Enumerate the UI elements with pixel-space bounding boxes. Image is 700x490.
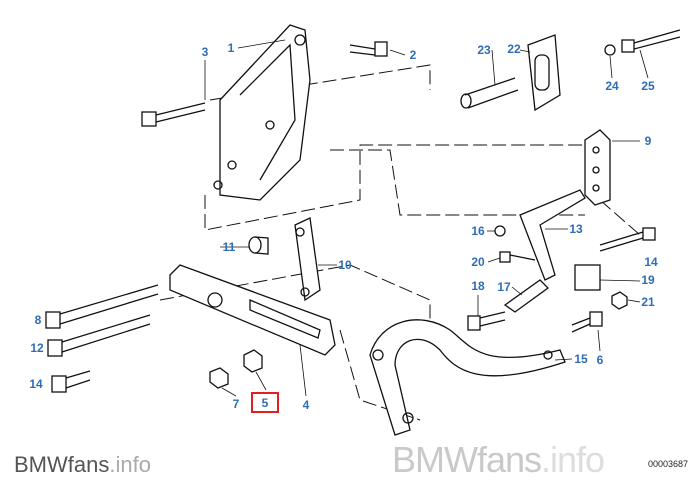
callout-12[interactable]: 12 bbox=[30, 341, 44, 355]
callout-6[interactable]: 6 bbox=[596, 353, 604, 367]
bolt-14-right bbox=[599, 227, 656, 252]
nut-5 bbox=[243, 349, 263, 373]
watermark-bottom: BMWfans.info bbox=[14, 452, 151, 478]
callout-16[interactable]: 16 bbox=[471, 224, 485, 238]
bracket-15 bbox=[369, 319, 566, 436]
callout-25[interactable]: 25 bbox=[641, 79, 655, 93]
watermark-suffix: .info bbox=[541, 439, 605, 480]
sleeve-23 bbox=[460, 77, 519, 109]
bolt-18 bbox=[467, 311, 506, 331]
callout-8[interactable]: 8 bbox=[34, 313, 42, 327]
adjuster-plate-4 bbox=[169, 264, 336, 356]
watermark-suffix: .info bbox=[109, 452, 151, 477]
block-19 bbox=[574, 264, 601, 291]
callout-14-left[interactable]: 14 bbox=[29, 377, 43, 391]
bracket-9 bbox=[584, 129, 611, 206]
callout-9[interactable]: 9 bbox=[644, 134, 652, 148]
callout-10[interactable]: 10 bbox=[338, 258, 352, 272]
washer-16 bbox=[494, 225, 506, 237]
watermark-top: BMWfans.info bbox=[392, 439, 605, 480]
bracket-22 bbox=[527, 34, 561, 112]
bolt-12 bbox=[47, 314, 151, 357]
leader-lines bbox=[204, 39, 649, 397]
callout-13[interactable]: 13 bbox=[569, 222, 583, 236]
bolt-2 bbox=[349, 41, 388, 57]
nut-7 bbox=[209, 367, 229, 389]
watermark-brand: BMWfans bbox=[392, 439, 542, 480]
lever-17 bbox=[503, 279, 549, 313]
bolt-6 bbox=[571, 311, 603, 333]
callout-5[interactable]: 5 bbox=[261, 396, 269, 410]
callout-11[interactable]: 11 bbox=[222, 240, 236, 254]
callout-22[interactable]: 22 bbox=[507, 42, 521, 56]
callout-20[interactable]: 20 bbox=[471, 255, 485, 269]
callout-4[interactable]: 4 bbox=[302, 398, 310, 412]
bolt-8 bbox=[45, 284, 159, 329]
guide-lines bbox=[159, 64, 641, 421]
bolt-3 bbox=[141, 102, 206, 127]
watermark-brand: BMWfans bbox=[14, 452, 110, 477]
callout-3[interactable]: 3 bbox=[201, 45, 209, 59]
bolt-25 bbox=[604, 29, 681, 56]
callout-18[interactable]: 18 bbox=[471, 279, 485, 293]
callout-23[interactable]: 23 bbox=[477, 43, 491, 57]
callout-14-right[interactable]: 14 bbox=[644, 255, 658, 269]
strut-13 bbox=[519, 189, 586, 281]
bolt-14-left bbox=[51, 370, 91, 393]
callout-15[interactable]: 15 bbox=[574, 352, 588, 366]
callout-7[interactable]: 7 bbox=[232, 397, 240, 411]
link-10 bbox=[294, 217, 321, 302]
callout-21[interactable]: 21 bbox=[641, 295, 655, 309]
bushing-11 bbox=[248, 236, 269, 255]
highlight-box bbox=[251, 392, 279, 413]
nut-21 bbox=[611, 291, 628, 310]
bolt-20 bbox=[499, 251, 536, 263]
callout-17[interactable]: 17 bbox=[497, 280, 511, 294]
callout-19[interactable]: 19 bbox=[641, 273, 655, 287]
callout-1[interactable]: 1 bbox=[227, 41, 235, 55]
callout-2[interactable]: 2 bbox=[409, 48, 417, 62]
diagram-code: 00003687 bbox=[647, 459, 688, 469]
bracket-1 bbox=[213, 24, 311, 201]
callout-24[interactable]: 24 bbox=[605, 79, 619, 93]
